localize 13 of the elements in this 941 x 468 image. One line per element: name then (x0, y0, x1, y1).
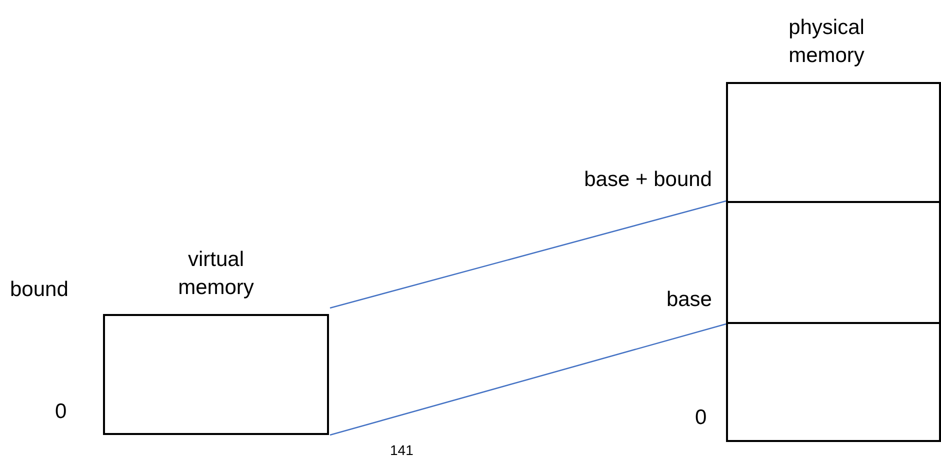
address-label: bound (10, 277, 68, 303)
page-number: 141 (390, 441, 414, 460)
address-label: base + bound (584, 167, 712, 193)
memory-segment (726, 322, 941, 442)
address-label: 0 (695, 405, 707, 431)
mapping-line (330, 200, 726, 309)
address-label: base (666, 287, 712, 313)
mapping-line (330, 323, 726, 436)
memory-heading: virtual memory (177, 247, 255, 301)
memory-segment (726, 201, 941, 324)
memory-segment (726, 82, 941, 203)
memory-heading: physical memory (788, 15, 866, 69)
address-label: 0 (55, 399, 67, 425)
